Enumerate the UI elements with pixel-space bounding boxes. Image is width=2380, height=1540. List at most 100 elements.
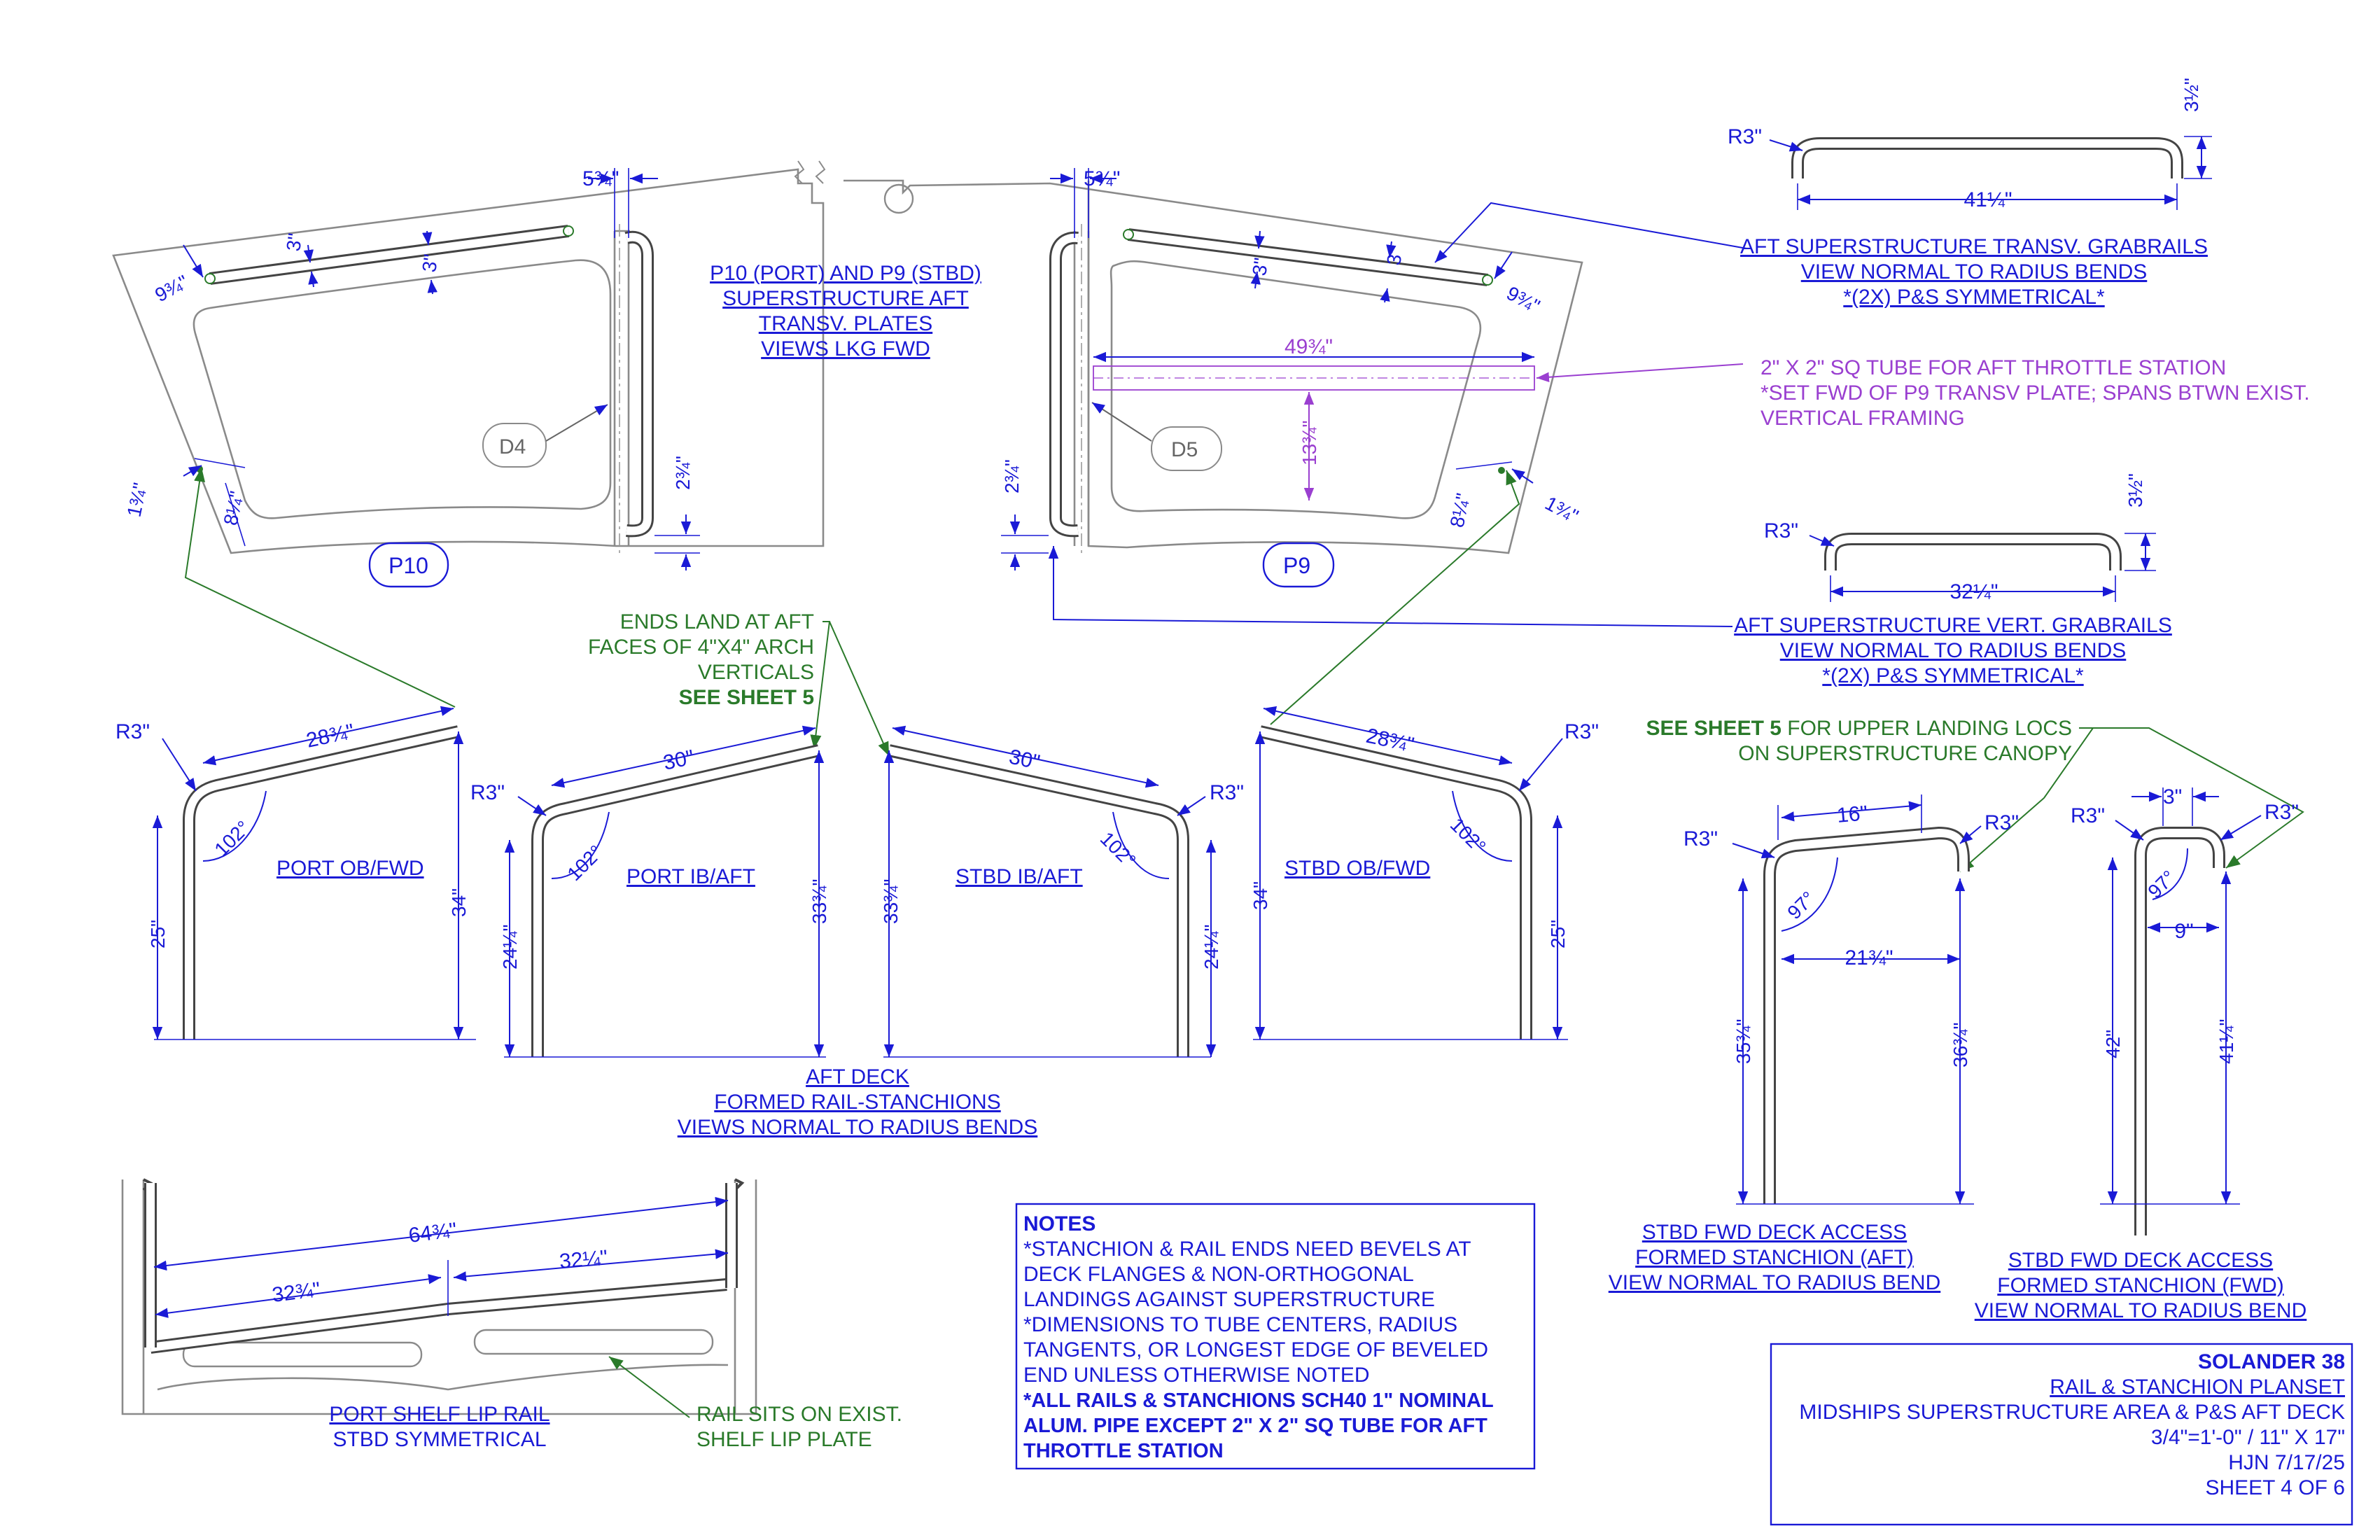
- plates-title-line: TRANSV. PLATES: [759, 312, 932, 335]
- callout-line: SHELF LIP PLATE: [696, 1428, 872, 1451]
- break-symbol: [794, 160, 805, 184]
- callout-rest: FOR UPPER LANDING LOCS: [1782, 717, 2072, 740]
- plates-title: P10 (PORT) AND P9 (STBD) SUPERSTRUCTURE …: [710, 262, 981, 360]
- caption-line: STBD FWD DECK ACCESS: [1642, 1221, 1907, 1244]
- stanchion-tube: [888, 744, 1189, 1057]
- access-fwd-right: 41¼": [2216, 1019, 2237, 1064]
- access-fwd-top: 3": [2163, 785, 2182, 808]
- notes-border: [1015, 1203, 1536, 1470]
- dim-line: [1254, 230, 1265, 249]
- d4-tag-label: D4: [499, 435, 526, 458]
- dim-line: [427, 279, 438, 295]
- p9-cutout: [1110, 260, 1482, 519]
- notes-line: LANDINGS AGAINST SUPERSTRUCTURE: [1023, 1288, 1435, 1311]
- port-ib-label: PORT IB/AFT: [626, 865, 755, 888]
- stanchion-stbd-ib: 33¾" 24¼" 30" 102° R3" STBD IB/AFT: [880, 725, 1244, 1058]
- caption-line: AFT DECK: [806, 1065, 909, 1088]
- access-stanchion-aft: 35¾" 36¾" 21¾" 16" 97° R3" R3" STBD FWD …: [1609, 794, 2019, 1294]
- caption-line: FORMED RAIL-STANCHIONS: [714, 1091, 1000, 1114]
- ends-land-leader: [810, 621, 831, 750]
- d5-leader: [1091, 402, 1152, 442]
- notes-bold-line: ALUM. PIPE EXCEPT 2" X 2" SQ TUBE FOR AF…: [1023, 1415, 1488, 1437]
- callout-line: AFT SUPERSTRUCTURE VERT. GRABRAILS: [1734, 614, 2172, 637]
- caption-line: VIEWS NORMAL TO RADIUS BENDS: [678, 1116, 1038, 1139]
- vert-grabrail-length: 32¼": [1949, 580, 1998, 603]
- angle-arc: [1452, 790, 1513, 862]
- shelf-slot: [473, 1329, 714, 1355]
- p10-dim-top: 5¾": [582, 167, 619, 190]
- callout-line: ON SUPERSTRUCTURE CANOPY: [1738, 742, 2072, 765]
- p10-dim-vert: 2¾": [672, 456, 694, 490]
- transv-grabrails-leader: [1434, 202, 1747, 263]
- dim-line: [1177, 796, 1206, 816]
- stbd-ob-landing-leader: [1270, 470, 1520, 725]
- notes-line: DECK FLANGES & NON-ORTHOGONAL: [1023, 1263, 1414, 1286]
- p9-landing-point: [1498, 467, 1505, 474]
- see-sheet5-leader: [1959, 727, 2094, 872]
- ext-line: [225, 482, 246, 547]
- p9-dim-low-b: 8¼": [1446, 491, 1474, 529]
- p9-hole: [883, 183, 914, 214]
- stanchion-stbd-ob: 34" 25" 28¾" 102° R3" STBD OB/FWD: [1250, 706, 1599, 1040]
- dim-line: [892, 725, 1159, 788]
- callout-line: RAIL SITS ON EXIST.: [696, 1403, 902, 1426]
- callout-line: AFT SUPERSTRUCTURE TRANSV. GRABRAILS: [1740, 235, 2208, 258]
- vert-grabrail-tube: [1824, 533, 2122, 570]
- notes-line: *STANCHION & RAIL ENDS NEED BEVELS AT: [1023, 1238, 1471, 1261]
- dim-line: [1386, 241, 1396, 258]
- shelf-end-tubes: [144, 1183, 738, 1348]
- sq-tube-callout: 2" X 2" SQ TUBE FOR AFT THROTTLE STATION…: [1760, 356, 2310, 430]
- angle-arc: [1781, 857, 1838, 932]
- title-author-date: HJN 7/17/25: [2228, 1451, 2345, 1474]
- port-ib-right: 33¾": [808, 879, 830, 924]
- p9-dim-rail-b: 3": [1382, 246, 1406, 267]
- access-fwd-width: 9": [2174, 920, 2193, 943]
- port-ob-label: PORT OB/FWD: [276, 857, 424, 880]
- notes-box: NOTES *STANCHION & RAIL ENDS NEED BEVELS…: [1015, 1203, 1536, 1470]
- angle-arc: [202, 790, 267, 862]
- shelf-slot: [182, 1341, 423, 1368]
- callout-line: ENDS LAND AT AFT: [620, 610, 814, 634]
- callout-line: VIEW NORMAL TO RADIUS BENDS: [1801, 260, 2148, 284]
- dim-line: [303, 244, 314, 263]
- p9-dim-tube-len: 49¾": [1284, 335, 1333, 358]
- angle-arc: [1112, 811, 1170, 879]
- stbd-ob-radius: R3": [1564, 720, 1599, 743]
- port-ib-radius: R3": [470, 781, 505, 804]
- rail-sits-leader: [608, 1356, 690, 1418]
- callout-line: *SET FWD OF P9 TRANSV PLATE; SPANS BTWN …: [1760, 382, 2310, 405]
- stbd-ob-label: STBD OB/FWD: [1284, 857, 1430, 880]
- access-stanchion-fwd: 42" 41¼" 9" 3" 97° R3" R3" STBD FWD DECK…: [1975, 785, 2307, 1322]
- stanchion-tube: [183, 725, 460, 1040]
- dim-line: [1380, 288, 1390, 303]
- callout-line: SEE SHEET 5 FOR UPPER LANDING LOCS: [1646, 717, 2072, 740]
- p10-dim-low-b: 8¼": [220, 489, 248, 527]
- dim-line: [1263, 706, 1513, 766]
- transv-grabrail-inner: [1793, 139, 2181, 178]
- dim-line: [155, 1274, 442, 1318]
- see-sheet5-leader: [2093, 727, 2304, 869]
- stbd-ib-angle: 102°: [1096, 827, 1140, 872]
- ends-land-leader: [829, 621, 890, 757]
- stanchion-port-ob: 25" 34" 28¾" 102° R3" PORT OB/FWD: [115, 706, 476, 1040]
- access-fwd-angle: 97°: [2143, 866, 2180, 902]
- p9-frame: [1073, 231, 1090, 546]
- dim-line: [1250, 271, 1261, 289]
- angle-arc: [551, 811, 610, 879]
- p9-dim-rail-a: 3": [1248, 256, 1272, 277]
- dim-line: [308, 271, 318, 288]
- vert-grabrail-detail: 32¼" 3½" R3": [1764, 473, 2156, 603]
- stbd-ib-top: 30": [1007, 746, 1042, 774]
- dim-line: [1494, 251, 1513, 279]
- shelf-lip-rail: 64¾" 32¾" 32¼" PORT SHELF LIP RAIL STBD …: [121, 1178, 757, 1451]
- caption-line: VIEW NORMAL TO RADIUS BEND: [1975, 1299, 2307, 1322]
- p9-tag: [1262, 542, 1335, 588]
- callout-line: 2" X 2" SQ TUBE FOR AFT THROTTLE STATION: [1760, 356, 2226, 379]
- notes-title: NOTES: [1023, 1212, 1096, 1236]
- p10-tag: [368, 542, 449, 588]
- stanchion-tube-inner: [1259, 727, 1530, 1040]
- dim-line: [153, 1196, 729, 1271]
- caption-line: FORMED STANCHION (AFT): [1635, 1246, 1914, 1269]
- p10-rail-end: [204, 273, 216, 284]
